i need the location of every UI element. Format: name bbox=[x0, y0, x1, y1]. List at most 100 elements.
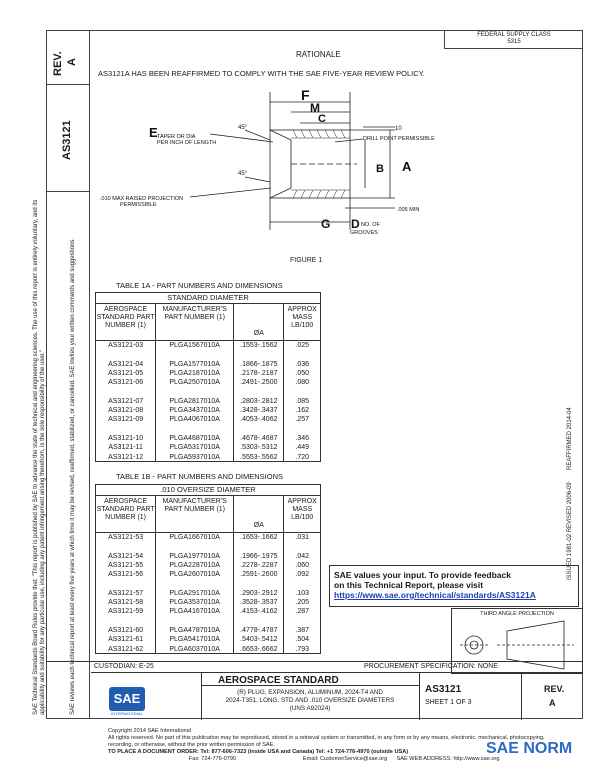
table-cell: .031 bbox=[295, 534, 310, 541]
procurement: PROCUREMENT SPECIFICATION: NONE bbox=[364, 663, 498, 670]
divider bbox=[201, 685, 419, 686]
sae-logo: SAE bbox=[109, 687, 145, 711]
table-cell bbox=[234, 616, 285, 626]
watermark: SAE NORM bbox=[486, 740, 573, 757]
projection-symbol-icon bbox=[460, 620, 574, 670]
label-angle1: 45° bbox=[238, 125, 248, 131]
table-cell: .4053-.4062 bbox=[234, 415, 285, 425]
table1a-header: AEROSPACE STANDARD PART NUMBER (1) MANUF… bbox=[96, 304, 320, 341]
feedback-link[interactable]: https://www.sae.org/technical/standards/… bbox=[334, 590, 536, 600]
custodian-row bbox=[91, 662, 583, 673]
table-row bbox=[96, 616, 320, 626]
table-cell: .3428-.3437 bbox=[234, 406, 285, 416]
table-row bbox=[96, 350, 320, 360]
table-cell bbox=[234, 424, 285, 434]
sae-logo-text: SAE bbox=[113, 691, 141, 706]
table-cell: .4778-.4787 bbox=[234, 625, 285, 636]
table-cell: .1866-.1875 bbox=[234, 359, 285, 369]
table-cell: AS3121-61 bbox=[96, 635, 157, 645]
table-cell: AS3121-62 bbox=[96, 644, 157, 654]
table-cell: .793 bbox=[295, 645, 310, 653]
rev-label: REV. bbox=[544, 684, 565, 694]
table-cell: PLGA1667010A bbox=[156, 533, 235, 543]
table-cell: PLGA4067010A bbox=[156, 415, 235, 425]
rev-value: A bbox=[549, 698, 556, 708]
table-cell: PLGA2287010A bbox=[156, 560, 235, 571]
table-cell bbox=[156, 387, 235, 397]
table-cell: .1653-.1662 bbox=[234, 533, 285, 543]
table-cell: .085 bbox=[295, 397, 310, 405]
table-cell: .103 bbox=[295, 589, 310, 597]
label-A: A bbox=[402, 159, 412, 174]
table-cell: PLGA5937010A bbox=[156, 452, 235, 462]
table-cell: .6653-.6662 bbox=[234, 644, 285, 654]
table-row bbox=[96, 424, 320, 434]
rationale-title: RATIONALE bbox=[296, 50, 341, 59]
table1b-group: .010 OVERSIZE DIAMETER bbox=[96, 485, 320, 496]
table-cell: AS3121-04 bbox=[96, 359, 157, 369]
table-cell: AS3121-12 bbox=[96, 452, 157, 462]
label-depth: .005 MIN bbox=[397, 207, 419, 213]
table-cell: AS3121-06 bbox=[96, 378, 157, 388]
table-cell: .025 bbox=[295, 342, 310, 349]
footer-line4: TO PLACE A DOCUMENT ORDER: Tel: 877-606-… bbox=[108, 749, 409, 755]
table-cell bbox=[234, 542, 285, 552]
table-cell: .2178-.2187 bbox=[234, 368, 285, 379]
doc-number: AS3121 bbox=[425, 684, 462, 695]
left-margin-column bbox=[46, 30, 90, 719]
projection-label: THIRD ANGLE PROJECTION bbox=[480, 611, 554, 617]
table-cell: .449 bbox=[295, 444, 310, 452]
divider bbox=[521, 673, 522, 720]
footer-line3: recording, or otherwise, without the pri… bbox=[108, 742, 275, 748]
custodian: CUSTODIAN: E-25 bbox=[94, 663, 154, 670]
grooves-hatching bbox=[291, 129, 350, 199]
table-cell: PLGA4687010A bbox=[156, 433, 235, 444]
divider bbox=[419, 673, 420, 720]
table-cell: .2278-.2287 bbox=[234, 560, 285, 571]
sae-logo-sub: INTERNATIONAL bbox=[111, 711, 143, 716]
doc-number-side: AS3121 bbox=[61, 120, 73, 160]
label-taper-1: TAPER OR DIA bbox=[157, 134, 196, 140]
table-cell: .257 bbox=[295, 416, 310, 424]
table-cell: PLGA2917010A bbox=[156, 588, 235, 599]
figure-drawing: F M C E B A G D 45° 45° 10 TAPER OR DIA … bbox=[100, 87, 435, 236]
table-cell: PLGA6037010A bbox=[156, 644, 235, 654]
table-cell bbox=[284, 579, 320, 588]
table-cell: PLGA3437010A bbox=[156, 406, 235, 416]
side-note-right: REAFFIRMED 2014-04 bbox=[567, 407, 573, 470]
label-E: E bbox=[149, 125, 158, 140]
table-row bbox=[96, 387, 320, 397]
table-cell: AS3121-59 bbox=[96, 607, 157, 617]
table-cell: .720 bbox=[295, 453, 310, 461]
table-cell bbox=[234, 350, 285, 360]
rationale-text: AS3121A HAS BEEN REAFFIRMED TO COMPLY WI… bbox=[98, 69, 425, 78]
table-cell: .504 bbox=[295, 636, 310, 644]
table-cell bbox=[156, 616, 235, 626]
table-cell: .346 bbox=[295, 434, 310, 442]
table-cell: AS3121-08 bbox=[96, 406, 157, 416]
side-note-left: SAE Technical Standards Board Rules prov… bbox=[33, 199, 46, 715]
table-cell bbox=[96, 424, 157, 434]
third-angle-projection: THIRD ANGLE PROJECTION bbox=[451, 608, 583, 674]
label-raised-1: .010 MAX RAISED PROJECTION bbox=[100, 196, 183, 202]
table1a-group: STANDARD DIAMETER bbox=[96, 293, 320, 304]
table-cell: AS3121-55 bbox=[96, 560, 157, 571]
footer-line5: Fax: 724-776-0790 Email: CustomerService… bbox=[108, 756, 500, 762]
table-cell: PLGA1977010A bbox=[156, 551, 235, 561]
table1a-hdr-mass: APPROX MASS LB/100 bbox=[287, 306, 317, 329]
table-cell: AS3121-11 bbox=[96, 443, 157, 453]
table-cell bbox=[284, 387, 320, 396]
footer-line2: All rights reserved. No part of this pub… bbox=[108, 735, 545, 741]
